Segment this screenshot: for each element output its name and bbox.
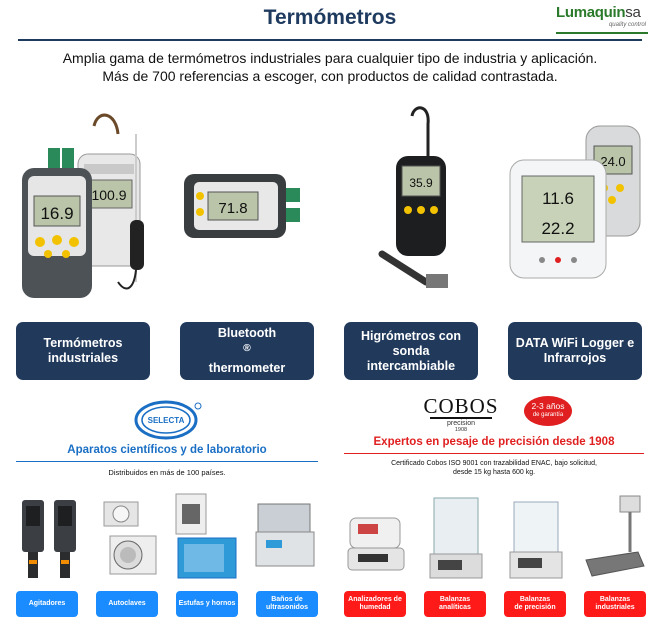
thermo2-display: 100.9 (91, 187, 126, 203)
agitators-image[interactable] (16, 494, 88, 584)
selecta-logo-text: SELECTA (148, 416, 185, 425)
cobos-logo[interactable]: COBOS precision 1908 (412, 394, 522, 433)
moisture-analyzer-image[interactable] (344, 504, 408, 584)
cobos-subtitle: Certificado Cobos ISO 9001 con trazabili… (391, 460, 597, 476)
category-bluetooth-button[interactable]: Bluetooth®thermometer (180, 322, 314, 380)
selecta-divider (16, 461, 318, 462)
intro-line-2: Más de 700 referencias a escoger, con pr… (102, 68, 558, 84)
brand-name: Lumaquin (556, 4, 626, 21)
selecta-title: Aparatos científicos y de laboratorio (67, 444, 267, 456)
ovens-button[interactable]: Estufas y hornos (176, 591, 238, 617)
wifi-logger-image[interactable]: 24.0 11.6 22.2 (508, 120, 648, 300)
intro-text: Amplia gama de termómetros industriales … (0, 49, 660, 85)
wifi-display-1: 11.6 (542, 189, 574, 208)
intro-line-1: Amplia gama de termómetros industriales … (62, 50, 598, 66)
ir-display: 24.0 (600, 154, 625, 169)
brand-suffix: sa (625, 4, 641, 21)
thermo1-display: 16.9 (40, 204, 73, 223)
industrial-thermometers-image[interactable]: 100.9 16.9 (18, 104, 158, 304)
page-title: Termómetros (263, 6, 397, 29)
autoclaves-image[interactable] (94, 494, 164, 584)
hygrometer-image[interactable]: 35.9 (370, 104, 470, 304)
agitators-button[interactable]: Agitadores (16, 591, 78, 617)
guarantee-badge: 2-3 años de garantía (524, 396, 572, 426)
header-divider (18, 39, 642, 41)
hygro-display: 35.9 (409, 176, 433, 190)
cobos-title: Expertos en pesaje de precisión desde 19… (373, 436, 615, 448)
brand-tagline: quality control (608, 22, 646, 28)
cobos-logo-year: 1908 (454, 427, 468, 433)
ultrasonic-baths-image[interactable] (252, 494, 322, 584)
industrial-scale-image[interactable] (582, 494, 646, 584)
cobos-logo-sub: precision (446, 420, 475, 427)
analytical-balance-image[interactable] (424, 494, 488, 584)
cobos-logo-name: COBOS (423, 394, 499, 418)
precision-balance-image[interactable] (504, 494, 568, 584)
selecta-logo[interactable]: SELECTA (134, 400, 204, 440)
bt-display: 71.8 (218, 200, 247, 217)
ovens-image[interactable] (172, 490, 242, 584)
autoclaves-button[interactable]: Autoclaves (96, 591, 158, 617)
header: Termómetros Lumaquinsa quality control (0, 0, 660, 40)
cobos-divider (344, 453, 644, 454)
brand-logo[interactable]: Lumaquinsa quality control (556, 4, 648, 34)
selecta-subtitle: Distribuidos en más de 100 países. (108, 468, 226, 477)
brand-underline (556, 32, 648, 34)
wifi-display-2: 22.2 (541, 219, 574, 238)
bluetooth-thermometer-image[interactable]: 71.8 (182, 168, 312, 248)
